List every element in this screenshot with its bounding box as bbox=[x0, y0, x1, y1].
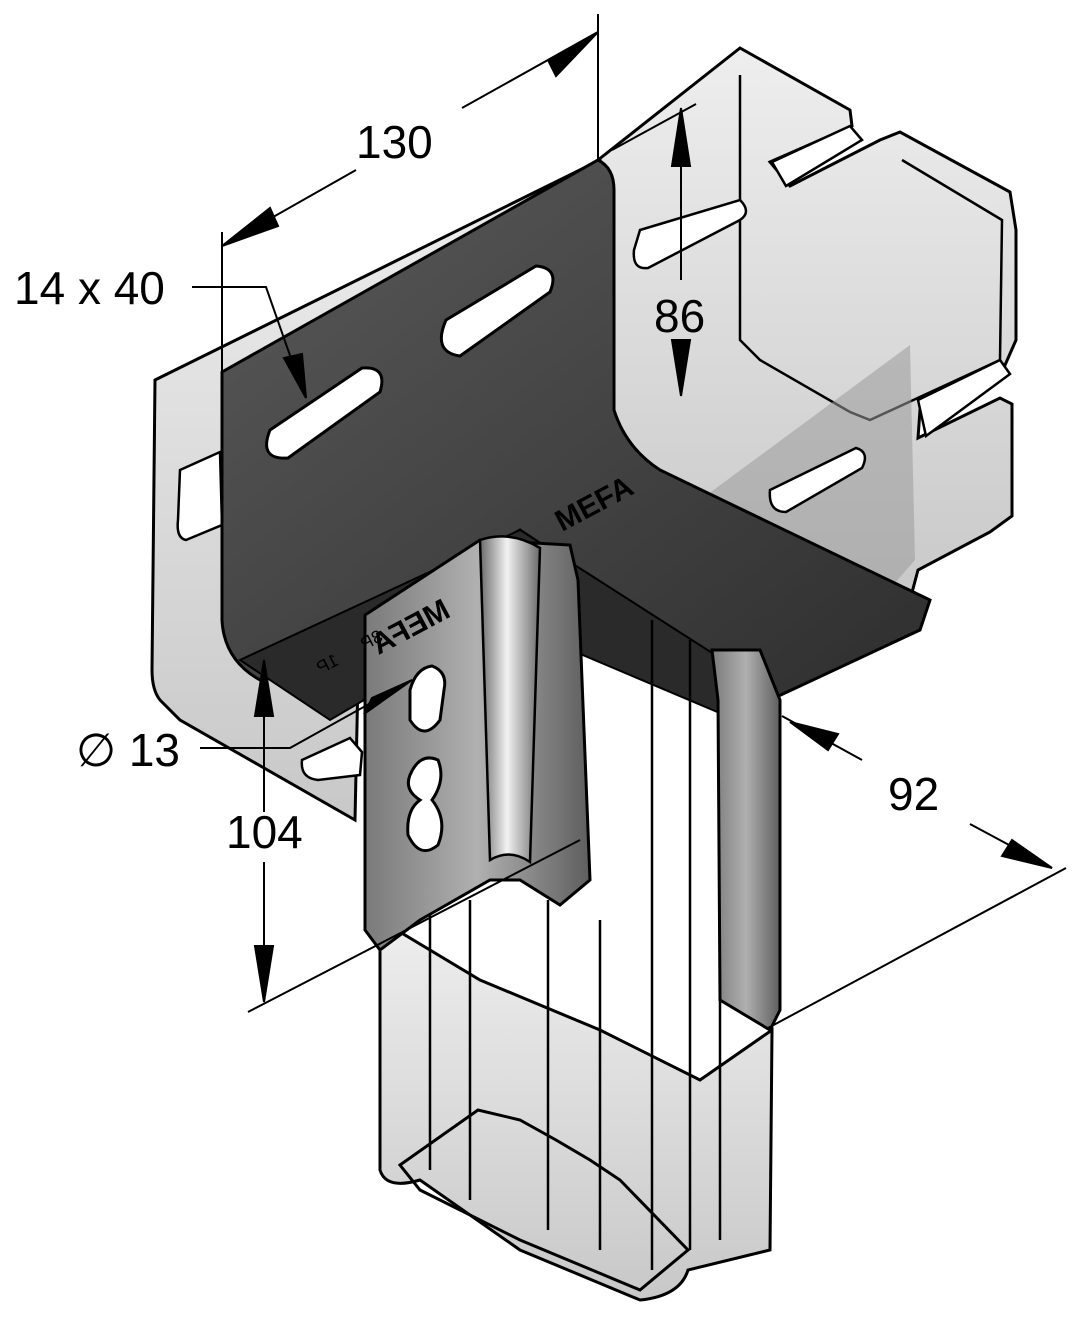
hole-13-round bbox=[408, 664, 447, 733]
dim-104-extension-bottom bbox=[247, 839, 581, 1013]
right-channel-slot-4 bbox=[770, 124, 864, 188]
dimension-labels: 130 14 x 40 86 ∅ 13 104 92 bbox=[14, 116, 939, 858]
front-plate: MEFA 1P 3P bbox=[313, 535, 782, 1033]
front-plate-rib bbox=[478, 535, 542, 865]
dim-14x40-arrow bbox=[282, 352, 307, 399]
dim-86-arrow-bottom bbox=[670, 339, 692, 397]
right-channel-slot-3 bbox=[916, 358, 1012, 439]
front-plate-body bbox=[363, 538, 592, 953]
dim-14x40-label: 14 x 40 bbox=[14, 262, 165, 314]
dim-104-label: 104 bbox=[226, 806, 303, 858]
dim-92-arrow-bottom bbox=[1000, 838, 1053, 869]
post-inner-ribs bbox=[428, 620, 722, 1270]
dim-130-arrow-right bbox=[546, 31, 599, 78]
dim-130-arrow-left bbox=[221, 206, 280, 247]
dim-92-arrow-top bbox=[789, 721, 840, 752]
right-channel bbox=[596, 46, 1018, 614]
dim-86-arrow-top bbox=[670, 107, 692, 167]
dim-13-label: ∅ 13 bbox=[76, 724, 180, 776]
dim-14x40-leader bbox=[192, 286, 301, 385]
dim-86-label: 86 bbox=[654, 290, 705, 342]
dim-13-arrow bbox=[363, 679, 413, 715]
dim-130-label: 130 bbox=[356, 116, 433, 168]
slot-14x40-b bbox=[439, 264, 555, 358]
right-channel-slot-1 bbox=[632, 198, 748, 270]
dim-92-label: 92 bbox=[888, 768, 939, 820]
post-section-outline bbox=[397, 1108, 691, 1292]
dim-104-arrow-bottom bbox=[253, 945, 275, 1003]
dimension-lines bbox=[192, 14, 1067, 1029]
dim-92-extension-bottom bbox=[767, 867, 1067, 1029]
slot-14x40-a bbox=[265, 366, 384, 460]
left-channel-slot-1 bbox=[176, 450, 224, 542]
post-body bbox=[378, 917, 774, 1302]
hole-figure-eight bbox=[406, 756, 444, 853]
side-plate bbox=[710, 648, 782, 1033]
left-channel-slot-2 bbox=[300, 736, 364, 782]
vertical-post bbox=[378, 620, 774, 1302]
right-channel-slot-2 bbox=[768, 446, 867, 514]
dim-104-arrow-top bbox=[253, 659, 275, 717]
bracket-back-plate bbox=[220, 158, 932, 702]
